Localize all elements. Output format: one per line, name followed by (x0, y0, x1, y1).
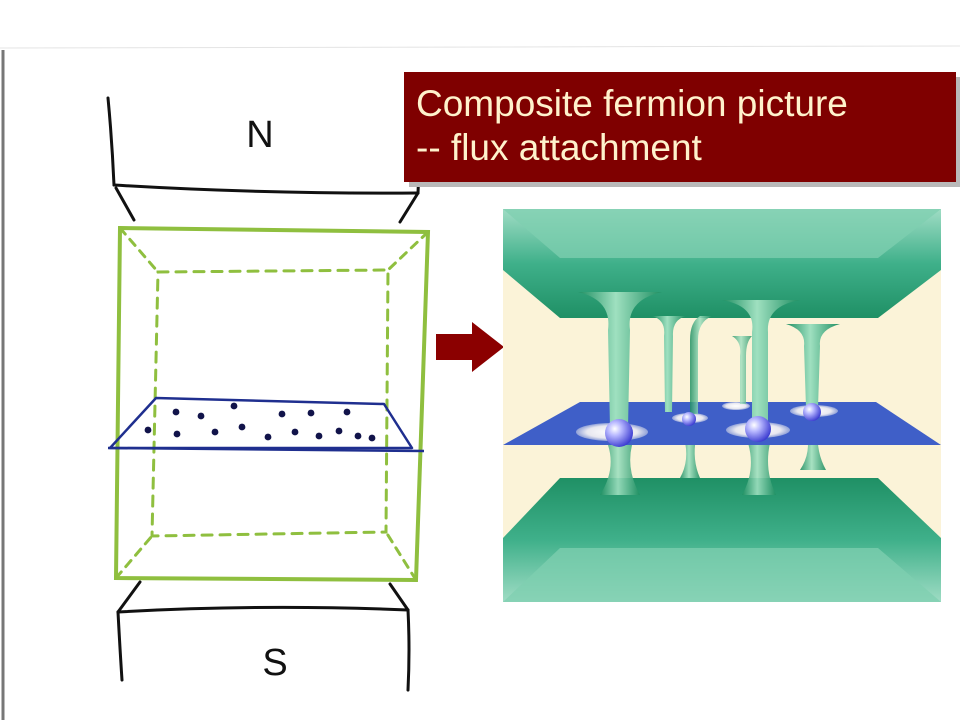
electron-plane (107, 396, 425, 453)
electron-dot (238, 423, 246, 431)
electron-dot (343, 408, 351, 416)
slide-title-line-1: Composite fermion picture (416, 83, 848, 124)
electron-dot (144, 426, 152, 434)
electron-dot (264, 433, 272, 441)
electron-dot (354, 432, 362, 440)
electron-dot (230, 402, 238, 410)
lower-flux-funnels (600, 430, 826, 495)
electron-dot (278, 410, 286, 418)
composite-fermion (605, 419, 633, 447)
electron-dot (172, 408, 180, 416)
electron-dot (368, 434, 376, 442)
electron-sheet (503, 402, 941, 445)
electron-dot (335, 427, 343, 435)
electron-dot (211, 428, 219, 436)
slide-edge-marks (0, 45, 960, 720)
slide-title-line-2: -- flux attachment (416, 127, 702, 168)
electron-dot (307, 409, 315, 417)
upper-flux-tubes (578, 292, 840, 428)
composite-fermion (745, 416, 771, 442)
electron-dot (315, 432, 323, 440)
composite-fermion (803, 403, 821, 421)
electron-dots (144, 402, 376, 442)
south-pole-label: S (262, 642, 288, 684)
flux-illustration (503, 209, 941, 602)
electron-dot (173, 430, 181, 438)
electron-dot (197, 412, 205, 420)
electron-dot (291, 428, 299, 436)
south-pole-piece (116, 580, 411, 692)
slide-title-box: Composite fermion picture -- flux attach… (404, 72, 956, 182)
north-pole-piece (106, 96, 421, 224)
composite-fermion (682, 412, 696, 426)
composite-fermions (605, 403, 821, 447)
north-pole-label: N (246, 114, 274, 156)
right-arrow-icon (436, 322, 504, 372)
